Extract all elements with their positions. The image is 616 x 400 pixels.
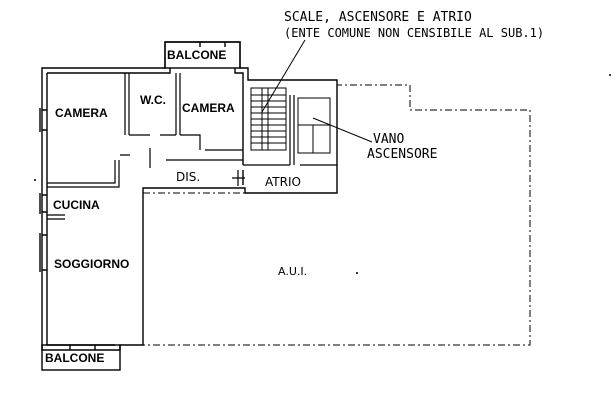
room-label-cucina: CUCINA <box>53 198 100 212</box>
window-marks <box>39 42 226 350</box>
room-label-dis: DIS. <box>176 170 200 184</box>
vano-label-line-1: VANO <box>373 132 404 147</box>
point-mark <box>34 179 36 181</box>
point-mark-3 <box>609 74 611 76</box>
room-label-wc: W.C. <box>140 93 166 107</box>
room-label-atrio: ATRIO <box>265 175 301 189</box>
interior-walls <box>47 73 337 220</box>
annotation-line-2: (ENTE COMUNE NON CENSIBILE AL SUB.1) <box>284 26 544 40</box>
vano-label-line-2: ASCENSORE <box>367 147 437 162</box>
balcone-bottom-box <box>41 344 121 371</box>
room-label-camera-left: CAMERA <box>55 106 108 120</box>
point-mark-2 <box>356 272 358 274</box>
annotation-leaders <box>261 39 373 143</box>
room-label-aui: A.U.I. <box>278 265 307 278</box>
apartment-walls <box>41 41 338 351</box>
staircase <box>250 87 287 151</box>
annotation-line-1: SCALE, ASCENSORE E ATRIO <box>284 10 472 25</box>
room-label-soggiorno: SOGGIORNO <box>54 257 129 271</box>
room-label-camera-right: CAMERA <box>182 101 235 115</box>
elevator-shaft <box>297 97 331 154</box>
room-label-balcone-top: BALCONE <box>167 48 226 62</box>
room-label-balcone-bottom: BALCONE <box>45 351 104 365</box>
balcone-top-box <box>164 41 241 69</box>
